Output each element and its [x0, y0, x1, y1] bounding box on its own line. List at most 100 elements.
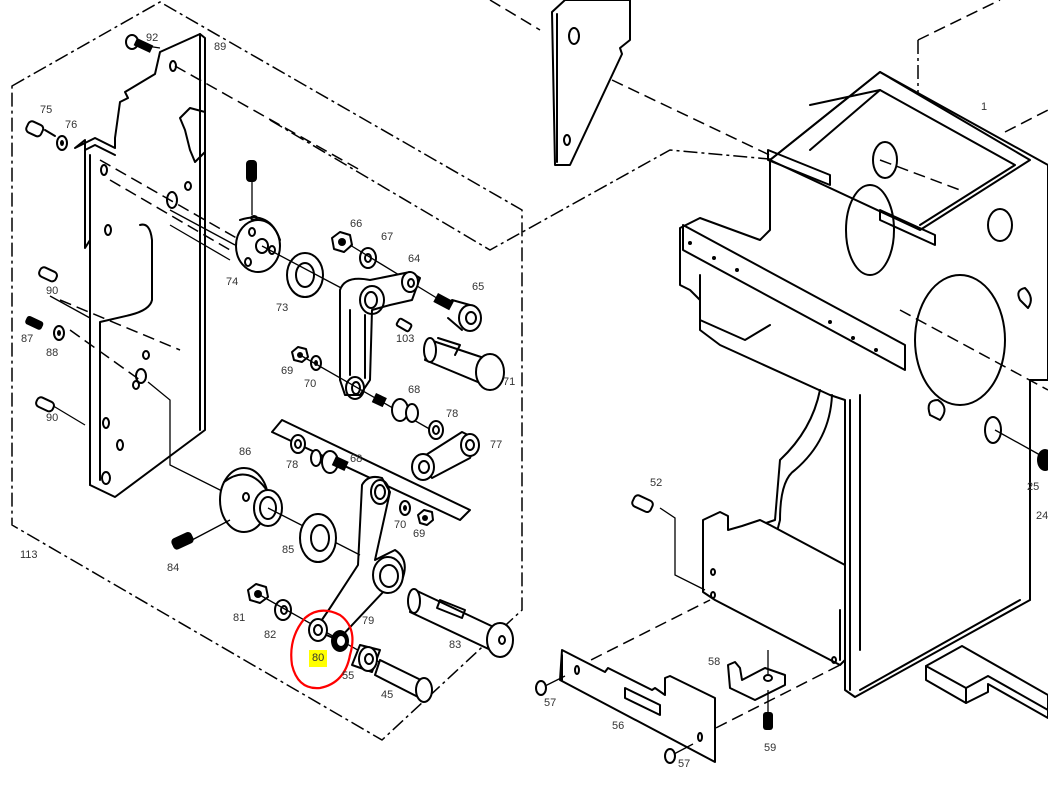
part-83-shaft: [407, 588, 514, 658]
callout-69a: 69: [281, 365, 294, 377]
callout-103: 103: [396, 333, 415, 345]
leader-dash: [269, 119, 781, 251]
leader-dash: [489, 0, 541, 31]
callout-74: 74: [226, 276, 239, 288]
callout-56: 56: [612, 720, 625, 732]
callout-57b: 57: [678, 758, 691, 770]
axis-line: [879, 159, 961, 191]
callout-59: 59: [764, 742, 777, 754]
callout-88: 88: [46, 347, 59, 359]
part-78-washer: [428, 420, 444, 440]
callout-58: 58: [708, 656, 721, 668]
callout-82: 82: [264, 629, 277, 641]
bracket-top-plate: [551, 0, 631, 166]
part-57-screw: [535, 675, 566, 696]
part-90-pin: [35, 396, 55, 413]
part-89-plate: [74, 33, 206, 498]
axis-line: [49, 403, 86, 426]
callout-55: 55: [342, 670, 355, 682]
callout-90a: 90: [46, 285, 59, 297]
callout-78a: 78: [446, 408, 459, 420]
callout-1: 1: [981, 101, 988, 113]
part-77-link: [411, 431, 480, 481]
part-80-bushing: [308, 618, 328, 642]
callout-92: 92: [146, 32, 159, 44]
callout-81: 81: [233, 612, 246, 624]
part-group-bracket: [271, 419, 471, 521]
callout-80-highlighted: 80: [309, 650, 328, 667]
callout-67: 67: [381, 231, 394, 243]
assembly-boundary-113: [11, 1, 523, 741]
part-58-bracket: [727, 650, 786, 701]
part-52-setscrew: [631, 494, 706, 591]
callout-79: 79: [362, 615, 375, 627]
axis-line: [49, 295, 91, 319]
part-87-screw: [25, 315, 44, 330]
part-85-washer: [299, 513, 337, 563]
part-25-fitting: [1037, 449, 1048, 471]
axis-line: [147, 381, 231, 496]
part-74-setscrew: [246, 160, 257, 215]
part-55-bearing: [331, 630, 349, 652]
callout-78b: 78: [286, 459, 299, 471]
part-75-screw: [25, 120, 56, 138]
axis-line: [299, 354, 441, 436]
part-79-arm: [314, 475, 406, 641]
callout-25: 25: [1027, 481, 1040, 493]
part-81-nut: [247, 583, 269, 604]
part-64-crank: [339, 271, 421, 400]
callout-70a: 70: [304, 378, 317, 390]
callout-75: 75: [40, 104, 53, 116]
callout-68a: 68: [408, 384, 421, 396]
callout-64: 64: [408, 253, 421, 265]
callout-65: 65: [472, 281, 485, 293]
part-45-shaft: [374, 659, 433, 703]
part-90-pin: [38, 266, 58, 283]
callout-83: 83: [449, 639, 462, 651]
axis-line: [59, 299, 181, 351]
callout-57a: 57: [544, 697, 557, 709]
part-57-screw: [664, 743, 694, 764]
part-71-shaft: [423, 337, 505, 391]
part-70-washer: [310, 355, 322, 371]
part-78-washer: [290, 434, 306, 454]
part-86-collar: [219, 467, 283, 533]
callout-45: 45: [381, 689, 394, 701]
part-66-nut: [331, 231, 353, 253]
part-76-washer: [56, 135, 68, 151]
part-69-nut: [417, 509, 434, 526]
part-103-pin: [395, 317, 413, 333]
bracket-lower-right: [925, 645, 1048, 719]
callout-70b: 70: [394, 519, 407, 531]
part-84-setscrew: [171, 519, 231, 550]
callout-86: 86: [239, 446, 252, 458]
callout-89: 89: [214, 41, 227, 53]
axis-line: [994, 429, 1041, 456]
leader-dash: [917, 0, 1001, 41]
part-65-screw: [433, 293, 482, 332]
callout-66: 66: [350, 218, 363, 230]
callout-85: 85: [282, 544, 295, 556]
callout-73: 73: [276, 302, 289, 314]
callout-90b: 90: [46, 412, 59, 424]
part-70-washer: [399, 500, 411, 516]
callout-68b: 68: [350, 453, 363, 465]
callout-84: 84: [167, 562, 180, 574]
callout-87: 87: [21, 333, 34, 345]
part-59-screw: [763, 690, 773, 730]
callout-24: 24: [1036, 510, 1048, 522]
part-69-nut: [291, 346, 309, 363]
part-82-washer: [274, 599, 292, 621]
leader-dash: [1004, 109, 1048, 133]
callout-77: 77: [490, 439, 503, 451]
axis-line: [574, 599, 711, 669]
part-55-roller: [351, 644, 381, 673]
part-68-stud: [310, 449, 349, 474]
axis-line: [261, 245, 346, 291]
part-92-screw: [125, 34, 154, 53]
axis-line: [99, 159, 241, 241]
axis-line: [69, 329, 141, 381]
callout-69b: 69: [413, 528, 426, 540]
